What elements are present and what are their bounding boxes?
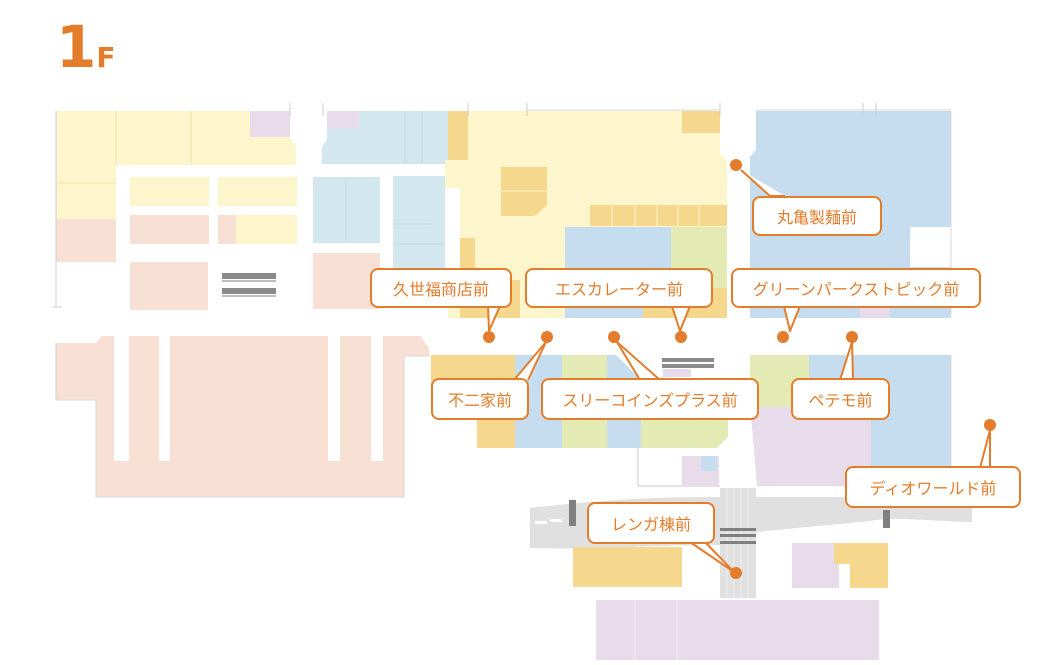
southwest-wing [55, 336, 429, 498]
callout-greenpark[interactable]: グリーンパークストピック前 [731, 268, 981, 308]
callout-fujiya[interactable]: 不二家前 [431, 378, 529, 420]
callout-diowarudo[interactable]: ディオワールド前 [845, 466, 1021, 508]
pin-fujiya[interactable] [541, 331, 553, 343]
callout-threecoins[interactable]: スリーコインズプラス前 [541, 378, 759, 420]
callout-petemo[interactable]: ペテモ前 [791, 378, 890, 420]
pin-petemo[interactable] [846, 331, 858, 343]
callout-escalator[interactable]: エスカレーター前 [525, 268, 713, 308]
callout-marugame[interactable]: 丸亀製麺前 [752, 196, 882, 236]
floor-number: 1 [56, 13, 96, 81]
south-central-wing [431, 355, 728, 487]
west-wing [52, 103, 380, 310]
middle-wing [313, 103, 448, 271]
brick-buildings [573, 543, 888, 660]
floor-title: 1F [56, 18, 116, 76]
pin-threecoins[interactable] [608, 331, 620, 343]
callout-renga[interactable]: レンガ棟前 [587, 502, 715, 544]
pin-escalator[interactable] [675, 331, 687, 343]
pin-kuzefuku[interactable] [483, 331, 495, 343]
pin-marugame[interactable] [730, 159, 742, 171]
pin-renga[interactable] [730, 567, 742, 579]
floor-unit: F [96, 41, 116, 74]
pin-greenpark[interactable] [777, 331, 789, 343]
callout-kuzefuku[interactable]: 久世福商店前 [370, 268, 512, 308]
pin-diowarudo[interactable] [984, 419, 996, 431]
